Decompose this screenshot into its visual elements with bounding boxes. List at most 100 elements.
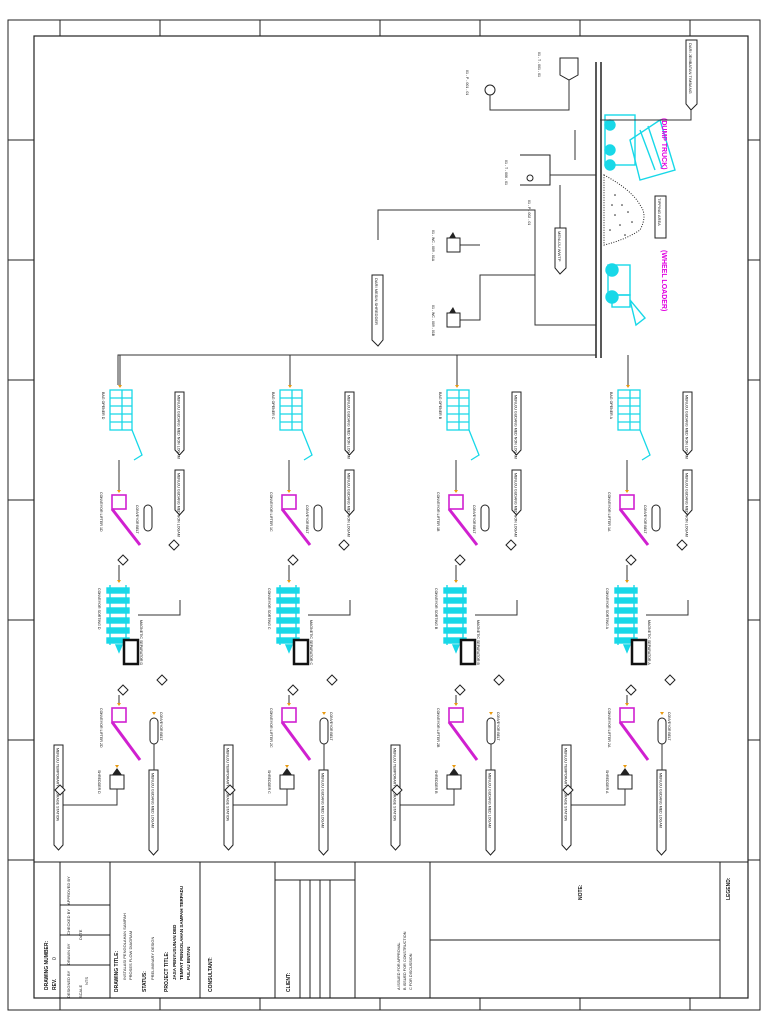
collection-tank-icon: [520, 154, 551, 186]
stream-bubble: [168, 539, 180, 551]
status-label: STATUS:: [142, 971, 148, 992]
flow-arrow-icon: [454, 490, 458, 493]
line-a-to-non-logam-2: MENUJU GUDANG MED NON LOGAM: [685, 473, 689, 537]
line-b-magnetic-separator-label: MAGNETIC SEPARATOR B: [476, 620, 480, 666]
line-b-conveyor-sorting-icon: [443, 585, 467, 654]
stream-bubble: [156, 674, 168, 686]
line-c-magnetic-separator-label: MAGNETIC SEPARATOR C: [309, 620, 313, 666]
line-c-shredder-icon: [279, 768, 295, 790]
line-c-conveyor-belt-2-label: CONVEYOR BELT: [329, 712, 333, 741]
rev-value: 0: [52, 957, 58, 960]
stream-bubble: [664, 674, 676, 686]
line-b-conveyor-sorting-label: CONVEYOR SORTING B: [434, 588, 438, 630]
flow-arrow-icon: [454, 703, 458, 706]
scale-label: SCALE: [78, 985, 83, 998]
line-d-conveyor-sorting-icon: [106, 585, 130, 654]
drawing-number-label: DRAWING NUMBER:: [44, 941, 50, 990]
stream-bubble: [454, 684, 466, 696]
flow-arrow-icon: [287, 580, 291, 583]
issue-item-b: B ISSUED FOR CONSTRUCTION: [403, 931, 407, 990]
line-d-to-logam: MENUJU GUDANG MED LOGAM: [151, 773, 155, 828]
drawing-title-label: DRAWING TITLE:: [114, 951, 120, 992]
line-c-conveyor-sorting-icon: [276, 585, 300, 654]
line-b-to-logam: MENUJU GUDANG MED LOGAM: [488, 773, 492, 828]
booster-pump-tag: 01 - P - 001 - 01: [465, 70, 469, 95]
notes-label: NOTE:: [578, 884, 584, 900]
flow-arrow-icon: [287, 703, 291, 706]
line-d-shredder-icon: [109, 768, 125, 790]
line-d-magnetic-separator-icon: [122, 638, 140, 666]
stream-number-bubbles: [54, 539, 688, 796]
client-label: CLIENT:: [286, 973, 292, 993]
drawing-title-line-1: INSTALASI PENGOLAHAN SAMPAH: [122, 913, 127, 980]
stream-bubble: [326, 674, 338, 686]
line-a-magnetic-separator-icon: [630, 638, 648, 666]
stream-bubble: [338, 539, 350, 551]
line-c-conveyor-belt-1-icon: [313, 504, 323, 532]
line-c-shredder-label: SHREDDER C: [267, 770, 271, 794]
line-a-conveyor-belt-2-label: CONVEYOR BELT: [667, 712, 671, 741]
stream-bubble: [54, 784, 66, 796]
project-title-label: PROJECT TITLE:: [164, 951, 170, 992]
line-b-to-storage-tag: [390, 744, 401, 851]
dump-truck-icon: [604, 114, 676, 181]
line-d-conveyor-lifter-2-icon: [110, 707, 142, 761]
flow-arrow-icon: [454, 580, 458, 583]
line-c-to-storage-tag: [223, 744, 234, 851]
line-a-bag-opener-icon: [617, 389, 651, 461]
submersible-pump-tag: 01 - P - 002 - 01: [527, 200, 531, 225]
line-d-conveyor-belt-1-label: CONVEYOR BELT: [135, 505, 139, 534]
line-d-conveyor-sorting-label: CONVEYOR SORTING D: [97, 588, 101, 630]
consultant-label: CONSULTANT:: [208, 957, 214, 992]
line-a-conveyor-belt-2-icon: [657, 717, 667, 745]
line-a-to-non-logam-1: MENUJU GUDANG MED NON LOGAM: [685, 395, 689, 459]
line-b-to-storage: MENUJU TEMPORARY STORAGE STATION: [393, 748, 397, 821]
scale-value: NTS: [84, 977, 89, 985]
line-c-conveyor-lifter-2-icon: [280, 707, 312, 761]
wood-chipper-a-tag: 01 - WC - 009 - 01A: [431, 230, 435, 262]
line-b-shredder-label: SHREDDER B: [434, 770, 438, 794]
line-a-shredder-icon: [617, 768, 633, 790]
to-wwtp-label: MENUJU WWTP: [557, 231, 562, 262]
dump-truck-label: (DUMP TRUCK): [660, 118, 667, 170]
line-d-bag-opener-icon: [109, 389, 143, 461]
from-shredder-label: DARI MESIN SHREDDER: [374, 278, 379, 325]
stream-bubble: [287, 684, 299, 696]
line-b-conveyor-belt-1-label: CONVEYOR BELT: [472, 505, 476, 534]
flow-arrow-icon: [625, 703, 629, 706]
wood-chipper-b-tag: 01 - WC - 009 - 01B: [431, 305, 435, 337]
line-d-conveyor-lifter-2-label: CONVEYOR LIFTER 2D: [99, 708, 103, 748]
collection-tank-tag: 01 - T - 006 - 01: [504, 160, 508, 185]
designed-by-label: DESIGNED BY: [66, 970, 71, 998]
line-a-magnetic-separator-label: MAGNETIC SEPARATOR A: [647, 620, 651, 665]
project-title-line-2: TEMPAT PENGOLAHAN SAMPAH TERPADU: [179, 886, 184, 980]
line-c-conveyor-belt-2-icon: [319, 717, 329, 745]
line-a-to-non-logam-1-tag: [682, 391, 693, 456]
tipping-area-label: TIPPING AREA: [657, 198, 662, 226]
water-tank-icon: [559, 57, 579, 81]
line-a-conveyor-belt-1-icon: [651, 504, 661, 532]
line-b-bag-opener-label: BAG OPENER B: [438, 392, 442, 420]
receiving-area: (DUMP TRUCK) (WHEEL LOADER) TIPPING AREA…: [117, 39, 698, 385]
flow-arrow-icon: [117, 490, 121, 493]
waste-pile-texture: [609, 194, 633, 236]
wheel-loader-label: (WHEEL LOADER): [660, 250, 667, 311]
line-d-to-storage: MENUJU TEMPORARY STORAGE STATION: [56, 748, 60, 821]
flow-arrow-icon: [623, 765, 627, 768]
drawn-by-label: DRAWN BY: [66, 943, 71, 965]
line-b-conveyor-belt-2-icon: [486, 717, 496, 745]
line-a-to-logam-tag: [656, 769, 667, 856]
border-grid-ticks: [8, 20, 760, 1010]
project-title-line-3: PULAU BINTAN: [186, 947, 191, 980]
flow-arrow-icon: [660, 712, 664, 715]
stream-bubble: [287, 554, 299, 566]
flow-arrow-icon: [115, 765, 119, 768]
approved-by-label: APPROVED BY: [66, 876, 71, 905]
flow-arrow-icon: [288, 385, 292, 388]
line-a-conveyor-sorting-icon: [614, 585, 638, 654]
project-title-line-1: JASA PENYUSUNAN DED: [172, 924, 177, 980]
waste-pile-icon: [603, 174, 645, 246]
flow-arrow-icon: [625, 580, 629, 583]
title-block: DRAWING NUMBER: REV. 0 DESIGNED BY DRAWN…: [33, 861, 749, 999]
